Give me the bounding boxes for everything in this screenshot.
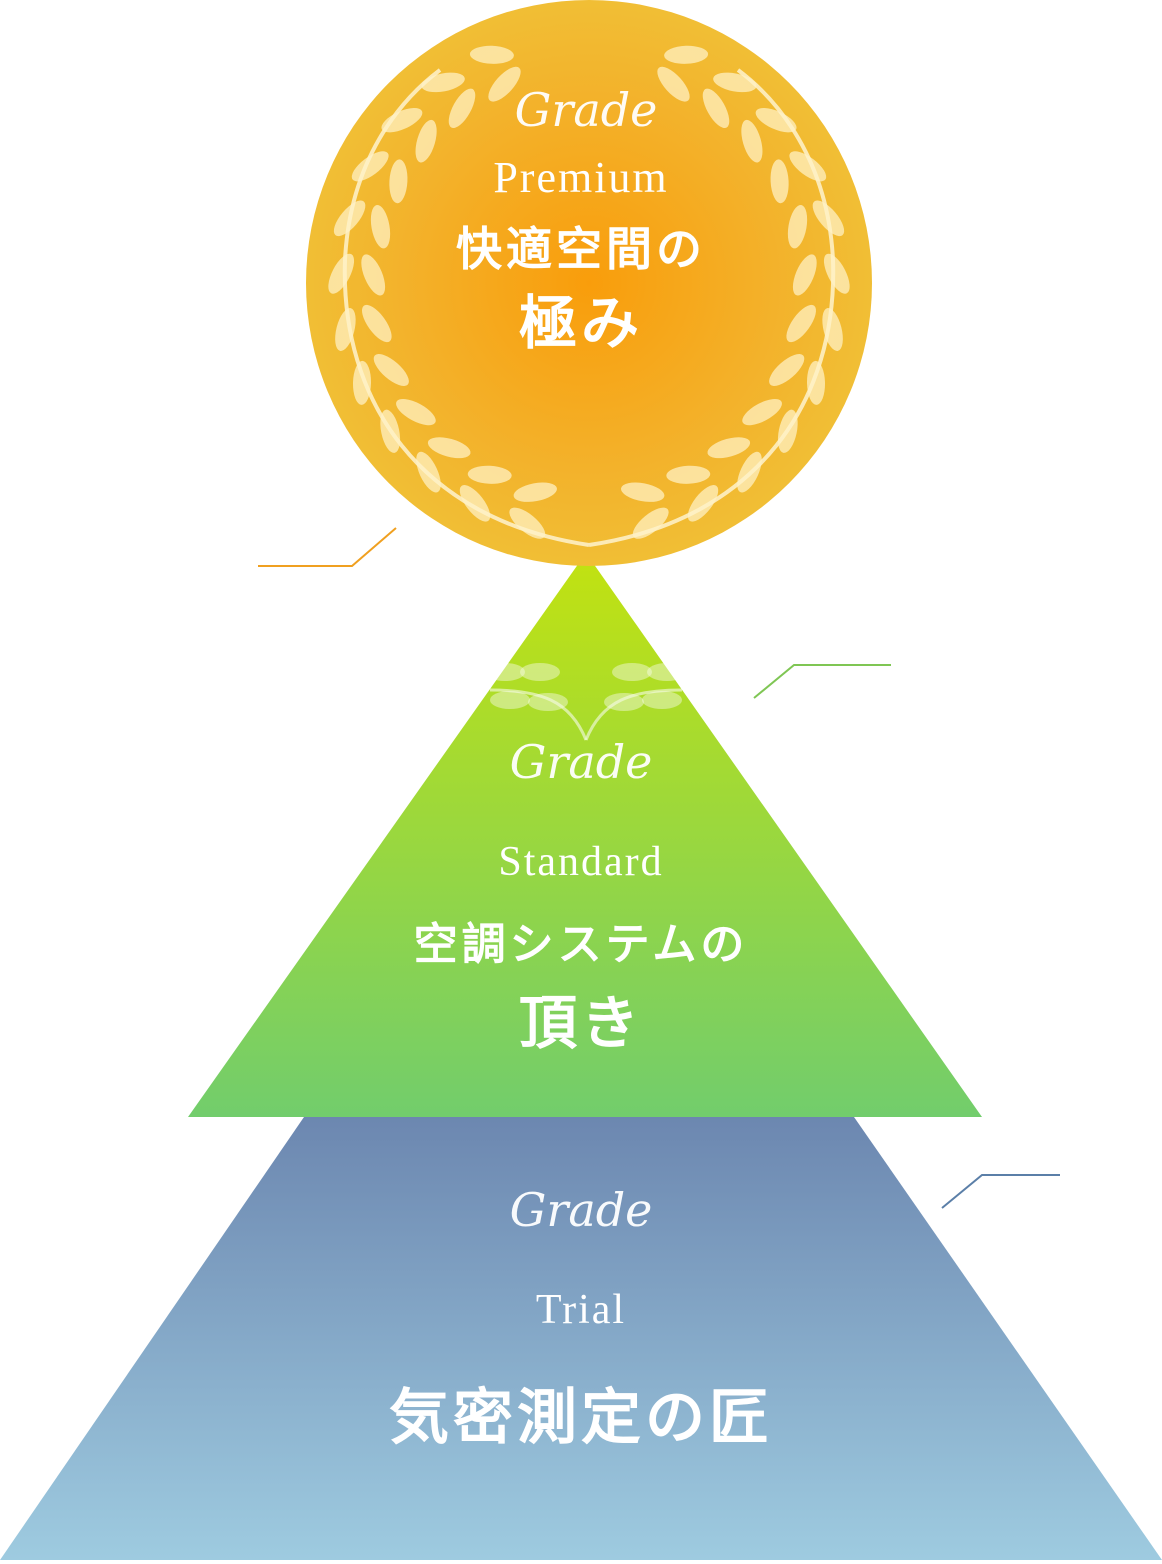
laurel-leaf-icon: [509, 507, 546, 539]
laurel-wreath-icon: [328, 45, 850, 547]
laurel-leaf-icon: [687, 485, 719, 522]
trial-tier-shape: [0, 1117, 1162, 1560]
laurel-leaf-icon: [823, 253, 850, 294]
laurel-leaf-icon: [702, 88, 730, 129]
premium-leader-line: [258, 527, 397, 567]
laurel-leaf-icon: [469, 45, 514, 64]
laurel-leaf-icon: [742, 399, 782, 426]
laurel-leaf-icon: [513, 482, 557, 502]
laurel-leaf-icon: [459, 485, 491, 522]
laurel-leaf-icon: [361, 254, 386, 296]
standard-grade-script: Grade: [509, 735, 653, 789]
laurel-leaf-icon: [352, 360, 372, 405]
laurel-leaf-icon: [737, 451, 762, 493]
laurel-leaf-icon: [707, 437, 751, 459]
laurel-leaf-icon: [448, 88, 476, 129]
laurel-leaf-icon: [755, 108, 797, 133]
standard-line1: 空調システムの: [413, 919, 749, 970]
laurel-leaf-icon: [335, 308, 356, 351]
laurel-leaf-icon: [777, 409, 798, 453]
premium-line1: 快適空間の: [456, 222, 706, 276]
laurel-leaf-icon: [467, 465, 512, 484]
premium-grade-script: Grade: [514, 83, 658, 137]
laurel-leaf-icon: [792, 254, 817, 296]
laurel-leaf-icon: [769, 354, 805, 386]
laurel-leaf-icon: [786, 304, 816, 343]
laurel-leaf-icon: [328, 253, 355, 294]
laurel-leaf-icon: [415, 119, 437, 163]
laurel-leaf-icon: [789, 151, 827, 182]
laurel-leaf-icon: [416, 451, 441, 493]
laurel-leaf-icon: [621, 482, 665, 502]
trial-name: Trial: [535, 1287, 627, 1333]
laurel-leaf-icon: [664, 45, 709, 64]
premium-line2: 極み: [518, 289, 643, 357]
laurel-leaf-icon: [333, 200, 366, 237]
laurel-leaf-icon: [488, 66, 521, 102]
standard-leader-line: [753, 664, 891, 699]
laurel-leaf-icon: [427, 437, 471, 459]
laurel-leaf-icon: [351, 151, 389, 182]
laurel-leaf-icon: [396, 399, 436, 426]
laurel-leaf-icon: [787, 204, 808, 249]
laurel-leaf-icon: [806, 360, 826, 405]
laurel-leaf-icon: [381, 108, 423, 133]
standard-tier-shape: [188, 553, 982, 1117]
premium-name: Premium: [493, 153, 669, 202]
laurel-leaf-icon: [770, 159, 789, 204]
laurel-leaf-icon: [632, 507, 669, 539]
laurel-leaf-icon: [380, 409, 401, 453]
trial-tier-label: Grade Trial 気密測定の匠: [0, 1180, 1162, 1458]
trial-line1: 気密測定の匠: [389, 1383, 773, 1453]
standard-line2: 頂き: [518, 989, 643, 1057]
laurel-leaf-icon: [389, 159, 408, 204]
laurel-sprig-icon: [485, 663, 687, 741]
standard-tier-label: Grade Standard 空調システムの 頂き: [0, 732, 1162, 1060]
laurel-leaf-icon: [421, 72, 465, 93]
laurel-leaf-icon: [370, 204, 391, 249]
laurel-leaf-icon: [812, 200, 845, 237]
laurel-leaf-icon: [362, 304, 392, 343]
laurel-leaf-icon: [373, 354, 409, 386]
laurel-leaf-icon: [657, 66, 690, 102]
premium-tier-label: Grade Premium 快適空間の 極み: [0, 80, 1162, 360]
laurel-leaf-icon: [741, 119, 763, 163]
laurel-leaf-icon: [713, 72, 757, 93]
trial-leader-line: [941, 1174, 1060, 1209]
laurel-leaf-icon: [822, 308, 843, 351]
trial-grade-script: Grade: [509, 1183, 653, 1237]
premium-medal-shape: [306, 0, 872, 566]
standard-name: Standard: [498, 839, 664, 885]
laurel-leaf-icon: [666, 465, 711, 484]
